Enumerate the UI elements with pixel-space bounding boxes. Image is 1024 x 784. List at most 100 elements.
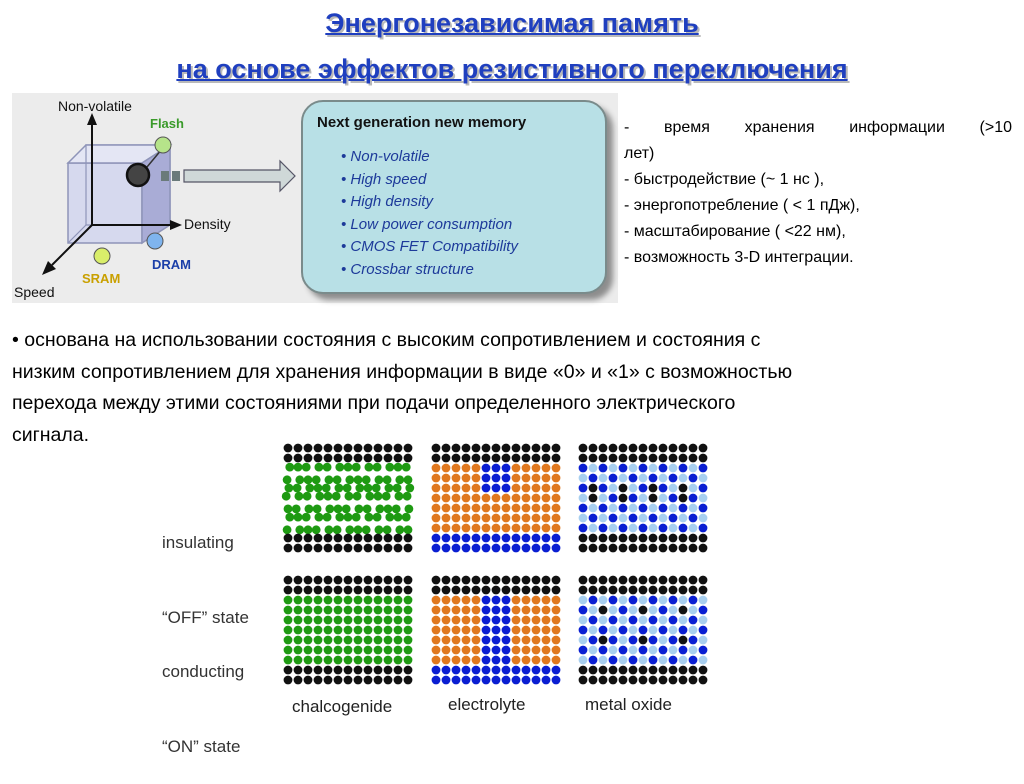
atom-dot <box>618 453 628 463</box>
list-item: • Crossbar structure <box>341 260 474 278</box>
atom-dot <box>511 585 521 595</box>
atom-dot <box>373 645 383 655</box>
atom-dot <box>658 675 668 685</box>
atom-dot <box>323 443 333 453</box>
atom-dot <box>608 473 618 483</box>
atom-dot <box>353 605 363 615</box>
electrolyte-label: electrolyte <box>448 695 526 714</box>
atom-dot <box>302 491 312 501</box>
atom-dot <box>461 585 471 595</box>
atom-dot <box>393 615 403 625</box>
atom-dot <box>511 635 521 645</box>
atom-dot <box>598 483 608 493</box>
atom-dot <box>283 443 293 453</box>
dot-grid-oxide-off <box>578 443 708 553</box>
atom-dot <box>363 575 373 585</box>
atom-dot <box>451 503 461 513</box>
atom-dot <box>668 615 678 625</box>
atom-dot <box>441 635 451 645</box>
atom-dot <box>541 503 551 513</box>
atom-dot <box>688 675 698 685</box>
atom-dot <box>628 473 638 483</box>
atom-dot <box>491 473 501 483</box>
atom-dot <box>541 645 551 655</box>
atom-dot <box>588 493 598 503</box>
atom-dot <box>323 665 333 675</box>
atom-dot <box>332 525 342 535</box>
atom-dot <box>303 635 313 645</box>
atom-dot <box>531 625 541 635</box>
atom-dot <box>395 525 405 535</box>
atom-dot <box>648 503 658 513</box>
atom-dot <box>374 525 384 535</box>
atom-dot <box>551 615 561 625</box>
memory-diagram: Non-volatile Flash Density DRAM SRAM Spe… <box>12 93 618 303</box>
atom-dot <box>588 665 598 675</box>
atom-dot <box>531 513 541 523</box>
atom-dot <box>461 605 471 615</box>
axis-density-label: Density <box>184 216 231 232</box>
atom-dot <box>588 635 598 645</box>
atom-dot <box>293 453 303 463</box>
atom-dot <box>698 595 708 605</box>
atom-dot <box>578 533 588 543</box>
atom-dot <box>383 605 393 615</box>
atom-dot <box>323 675 333 685</box>
atom-dot <box>383 665 393 675</box>
atom-dot <box>618 483 628 493</box>
atom-dot <box>541 585 551 595</box>
atom-dot <box>471 483 481 493</box>
atom-dot <box>618 523 628 533</box>
atom-dot <box>313 543 323 553</box>
on-state-line1: conducting <box>162 662 245 681</box>
atom-dot <box>648 615 658 625</box>
atom-dot <box>618 533 628 543</box>
atom-dot <box>361 475 371 485</box>
atom-dot <box>441 585 451 595</box>
dot-grid-chal-on <box>283 575 413 685</box>
atom-dot <box>648 453 658 463</box>
atom-dot <box>481 625 491 635</box>
atom-dot <box>588 443 598 453</box>
atom-dot <box>638 615 648 625</box>
axis-nonvolatile-arrow <box>87 113 97 125</box>
atom-dot <box>668 585 678 595</box>
atom-dot <box>481 503 491 513</box>
atom-dot <box>471 655 481 665</box>
atom-dot <box>431 585 441 595</box>
atom-dot <box>541 473 551 483</box>
atom-dot <box>688 473 698 483</box>
atom-dot <box>431 605 441 615</box>
atom-dot <box>403 595 413 605</box>
atom-dot <box>628 523 638 533</box>
atom-dot <box>284 483 294 493</box>
atom-dot <box>501 645 511 655</box>
atom-dot <box>451 635 461 645</box>
atom-dot <box>511 453 521 463</box>
atom-dot <box>648 543 658 553</box>
atom-dot <box>618 615 628 625</box>
atom-dot <box>668 483 678 493</box>
atom-dot <box>511 675 521 685</box>
atom-dot <box>501 615 511 625</box>
atom-dot <box>431 665 441 675</box>
cube-edge <box>67 224 87 244</box>
atom-dot <box>481 575 491 585</box>
atom-dot <box>501 453 511 463</box>
atom-dot <box>521 645 531 655</box>
atom-dot <box>431 675 441 685</box>
atom-dot <box>313 585 323 595</box>
atom-dot <box>373 575 383 585</box>
atom-dot <box>293 665 303 675</box>
atom-dot <box>531 575 541 585</box>
atom-dot <box>668 625 678 635</box>
atom-dot <box>352 491 362 501</box>
atom-dot <box>383 675 393 685</box>
atom-dot <box>688 635 698 645</box>
atom-dot <box>283 533 293 543</box>
atom-dot <box>385 512 395 522</box>
atom-dot <box>481 533 491 543</box>
dram-node <box>146 232 164 250</box>
atom-dot <box>648 513 658 523</box>
atom-dot <box>551 585 561 595</box>
